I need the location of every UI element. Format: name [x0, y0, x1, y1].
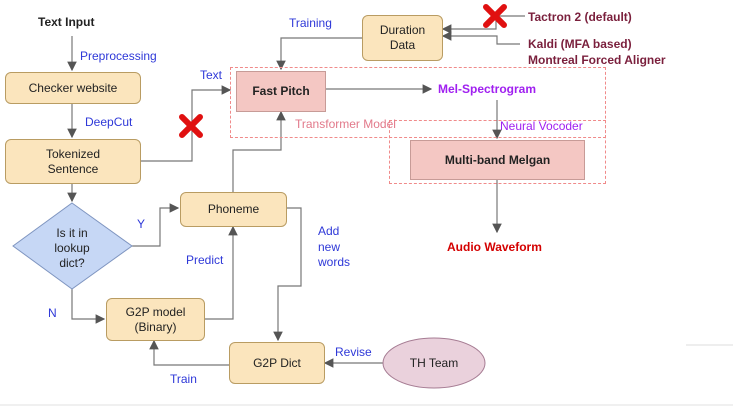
arrow-phoneme-to-g2pdict — [273, 207, 302, 342]
fast-pitch-box: Fast Pitch — [236, 71, 326, 112]
kaldi-label: Kaldi (MFA based) — [528, 37, 632, 51]
predict-label: Predict — [186, 253, 224, 267]
phoneme-label: Phoneme — [207, 202, 260, 216]
arrow-duration-to-fastpitch — [276, 37, 362, 71]
cross-icon-tokenized — [179, 114, 203, 138]
train-label: Train — [170, 372, 197, 386]
no-label: N — [48, 306, 57, 320]
tactron-label: Tactron 2 (default) — [528, 10, 632, 24]
multi-band-melgan-box: Multi-band Melgan — [410, 140, 585, 180]
tokenized-sentence-box: Tokenized Sentence — [5, 139, 141, 184]
g2p-dict-box: G2P Dict — [229, 342, 325, 384]
transformer-model-label: Transformer Model — [295, 117, 396, 131]
arrow-tactron-to-duration — [441, 15, 525, 34]
arrow-phoneme-to-fastpitch — [232, 110, 286, 192]
neural-vocoder-label: Neural Vocoder — [500, 119, 583, 133]
multi-band-melgan-label: Multi-band Melgan — [444, 152, 551, 167]
checker-website-box: Checker website — [5, 72, 141, 104]
add-new-words-label: Add new words — [318, 224, 351, 270]
g2p-model-box: G2P model (Binary) — [106, 298, 205, 341]
g2p-model-label: G2P model (Binary) — [125, 304, 186, 334]
lookup-decision-label: Is it in lookup dict? — [54, 225, 90, 270]
text-input-title: Text Input — [38, 15, 95, 29]
duration-data-label: Duration Data — [379, 23, 426, 52]
g2p-dict-label: G2P Dict — [253, 355, 301, 370]
arrow-lookup-to-g2pmodel — [71, 289, 106, 324]
th-team-shape — [382, 337, 486, 389]
yes-label: Y — [137, 217, 146, 231]
transformer-model-group — [230, 67, 606, 138]
th-team: TH Team — [384, 350, 484, 376]
arrow-g2pmodel-to-phoneme — [205, 225, 238, 320]
lookup-decision: Is it in lookup dict? — [22, 222, 122, 274]
tokenized-sentence-label: Tokenized Sentence — [45, 146, 101, 176]
text-flow-label: Text — [200, 68, 223, 82]
preprocessing-label: Preprocessing — [80, 49, 157, 63]
lookup-decision-shape — [12, 202, 133, 290]
mel-spectrogram-label: Mel-Spectrogram — [438, 82, 537, 96]
fast-pitch-label: Fast Pitch — [252, 84, 310, 98]
training-label: Training — [289, 16, 332, 30]
revise-label: Revise — [335, 345, 372, 359]
arrow-g2pdict-to-g2pmodel — [149, 339, 229, 366]
cross-icon-tactron — [483, 4, 507, 28]
arrow-kaldi-to-duration — [441, 31, 520, 45]
checker-website-label: Checker website — [28, 80, 118, 95]
vocoder-group — [389, 120, 606, 184]
audio-waveform-label: Audio Waveform — [447, 240, 542, 254]
arrow-lookup-to-phoneme — [132, 203, 180, 247]
th-team-label: TH Team — [409, 355, 459, 370]
phoneme-box: Phoneme — [180, 192, 287, 227]
mfa-label: Montreal Forced Aligner — [528, 53, 666, 67]
deepcut-label: DeepCut — [85, 115, 133, 129]
duration-data-box: Duration Data — [362, 15, 443, 61]
